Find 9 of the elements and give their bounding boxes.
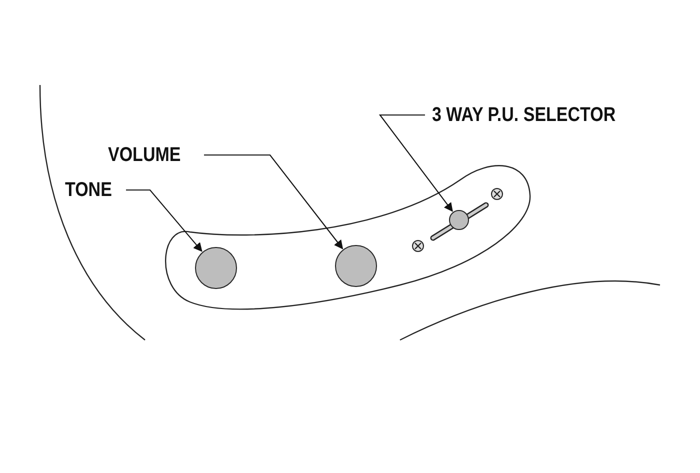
callout-label: TONE bbox=[65, 178, 112, 202]
leader-line bbox=[204, 154, 344, 250]
callout-label: VOLUME bbox=[108, 143, 181, 167]
control-knob bbox=[335, 245, 377, 287]
control-knob bbox=[195, 247, 237, 289]
leader-line bbox=[126, 189, 202, 252]
control-knob bbox=[449, 210, 469, 230]
leader-line bbox=[378, 114, 453, 212]
callout-label: 3 WAY P.U. SELECTOR bbox=[432, 103, 616, 127]
